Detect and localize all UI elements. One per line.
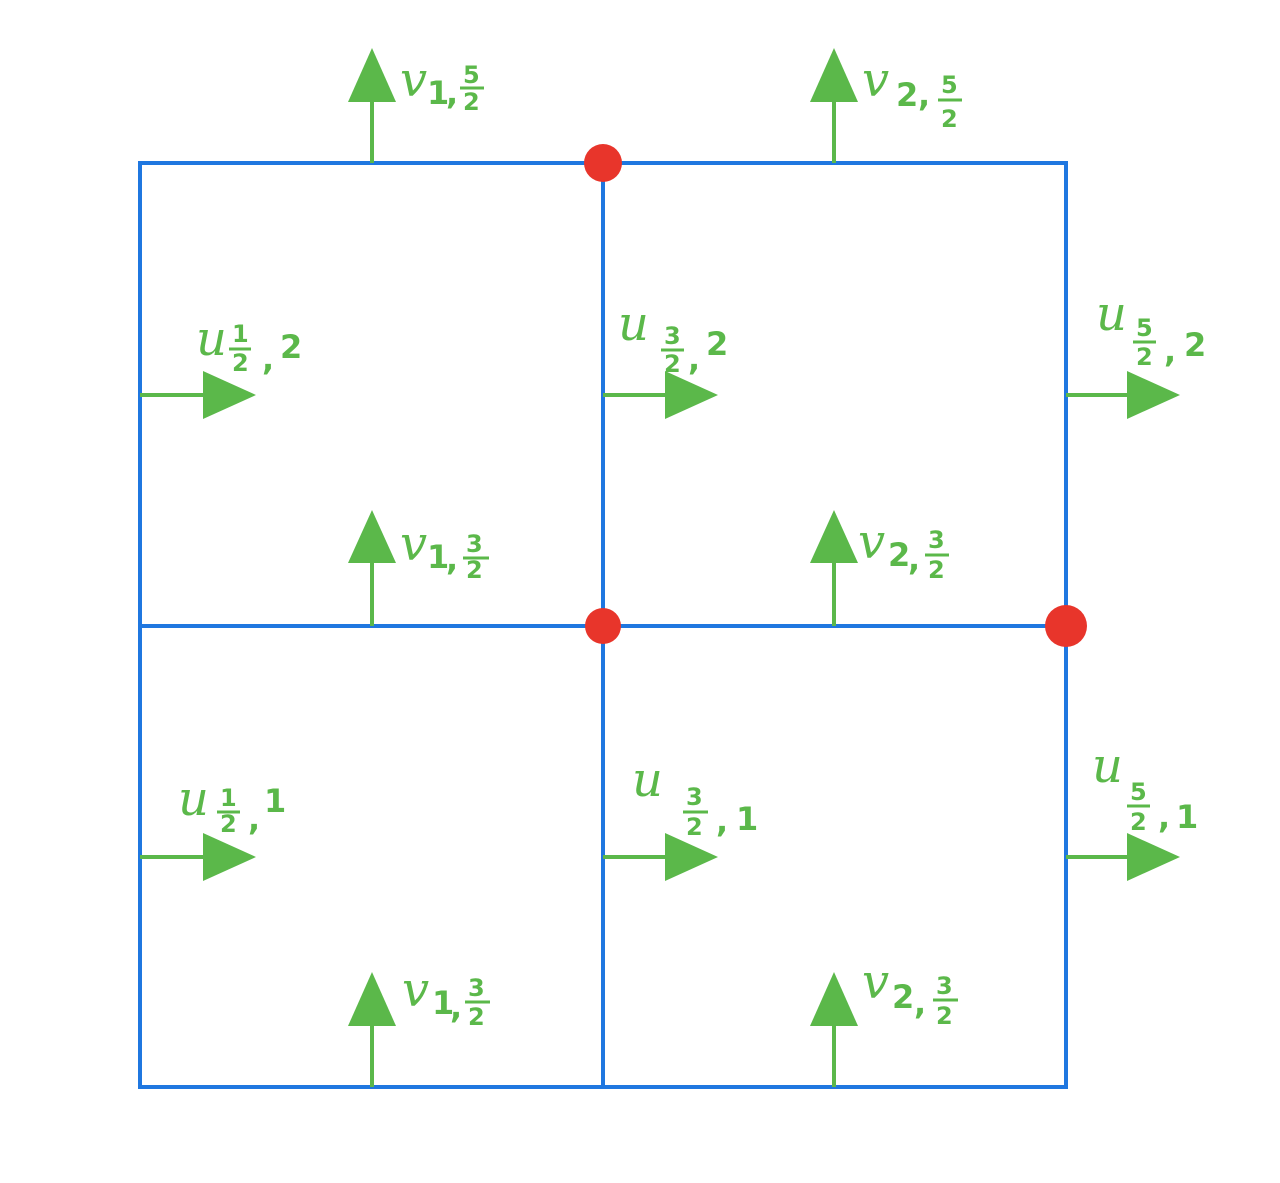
svg-text:2: 2 <box>686 813 703 841</box>
u-arrow-half-1 <box>140 833 256 881</box>
svg-text:2: 2 <box>468 1003 485 1031</box>
svg-text:2: 2 <box>280 328 302 366</box>
svg-text:2: 2 <box>466 556 483 584</box>
svg-text:1: 1 <box>264 782 286 820</box>
node-middle-right <box>1045 605 1087 647</box>
svg-text:,: , <box>262 340 274 378</box>
svg-text:,: , <box>1164 332 1176 370</box>
v-arrow-2-top <box>810 48 858 163</box>
svg-text:1: 1 <box>1176 798 1198 836</box>
svg-text:1: 1 <box>736 800 758 838</box>
svg-text:3: 3 <box>664 322 681 350</box>
label-v-1-3h-mid: v 1 , 3 2 <box>400 516 489 584</box>
svg-text:u: u <box>178 771 209 827</box>
svg-text:2: 2 <box>463 88 480 116</box>
u-arrow-3h-1 <box>603 833 718 881</box>
label-u-5h-1: u 5 2 , 1 <box>1092 738 1198 836</box>
v-arrow-1-mid <box>348 510 396 626</box>
svg-text:1: 1 <box>220 784 237 812</box>
svg-text:2: 2 <box>941 105 958 133</box>
v-arrow-2-bot <box>810 972 858 1087</box>
nodes <box>584 144 1087 647</box>
svg-text:v: v <box>400 52 427 108</box>
label-u-half-1: u 1 2 , 1 <box>178 771 286 838</box>
u-arrow-3h-2 <box>603 371 718 419</box>
svg-text:2: 2 <box>896 76 918 114</box>
svg-text:1: 1 <box>432 984 454 1022</box>
u-arrow-5h-1 <box>1066 833 1180 881</box>
svg-text:5: 5 <box>1136 314 1153 342</box>
svg-text:u: u <box>632 752 663 808</box>
svg-text:5: 5 <box>1130 778 1147 806</box>
node-top-center <box>584 144 622 182</box>
label-u-3h-1: u 3 2 , 1 <box>632 752 758 841</box>
svg-text:2: 2 <box>928 556 945 584</box>
svg-text:u: u <box>1092 738 1123 794</box>
svg-text:3: 3 <box>936 972 953 1000</box>
svg-text:3: 3 <box>686 783 703 811</box>
svg-text:,: , <box>688 340 700 378</box>
svg-text:2: 2 <box>936 1002 953 1030</box>
svg-text:,: , <box>446 540 458 578</box>
svg-text:2: 2 <box>232 349 249 377</box>
svg-text:1: 1 <box>232 320 249 348</box>
svg-text:,: , <box>908 540 920 578</box>
svg-text:1: 1 <box>427 74 449 112</box>
label-u-half-2: u 1 2 , 2 <box>196 311 302 378</box>
svg-text:2: 2 <box>1130 808 1147 836</box>
node-middle-center <box>585 608 621 644</box>
svg-text:v: v <box>862 52 889 108</box>
label-u-5h-2: u 5 2 , 2 <box>1096 286 1206 371</box>
label-v-2-5h: v 2 , 5 2 <box>862 52 962 133</box>
v-arrow-2-mid <box>810 510 858 626</box>
svg-text:,: , <box>716 802 728 840</box>
svg-text:2: 2 <box>1136 343 1153 371</box>
svg-text:2: 2 <box>220 810 237 838</box>
svg-text:,: , <box>450 988 462 1026</box>
u-arrow-5h-2 <box>1066 371 1180 419</box>
svg-text:3: 3 <box>928 526 945 554</box>
svg-text:v: v <box>402 962 429 1018</box>
svg-text:2: 2 <box>664 350 681 378</box>
svg-text:,: , <box>248 800 260 838</box>
label-v-2-3h-mid: v 2 , 3 2 <box>858 514 949 584</box>
svg-text:2: 2 <box>892 978 914 1016</box>
svg-text:2: 2 <box>706 325 728 363</box>
svg-text:3: 3 <box>466 530 483 558</box>
svg-text:u: u <box>196 311 227 367</box>
svg-text:1: 1 <box>427 538 449 576</box>
svg-text:,: , <box>918 76 930 114</box>
svg-text:v: v <box>400 516 427 572</box>
label-v-1-5h: v 1 , 5 2 <box>400 52 484 116</box>
svg-text:v: v <box>858 514 885 570</box>
svg-text:2: 2 <box>888 536 910 574</box>
svg-text:,: , <box>914 984 926 1022</box>
svg-text:u: u <box>618 296 649 352</box>
svg-text:5: 5 <box>463 61 480 89</box>
svg-text:3: 3 <box>468 974 485 1002</box>
svg-text:2: 2 <box>1184 326 1206 364</box>
svg-text:v: v <box>862 954 889 1010</box>
v-arrow-1-top <box>348 48 396 163</box>
v-arrows <box>348 48 858 1087</box>
label-v-2-3h-bot: v 2 , 3 2 <box>862 954 958 1030</box>
label-v-1-3h-bot: v 1 , 3 2 <box>402 962 490 1031</box>
svg-text:,: , <box>1158 798 1170 836</box>
svg-text:,: , <box>446 74 458 112</box>
u-arrows <box>140 371 1180 881</box>
svg-text:u: u <box>1096 286 1127 342</box>
v-arrow-1-bot <box>348 972 396 1087</box>
svg-text:5: 5 <box>941 71 958 99</box>
label-u-3h-2: u 3 2 , 2 <box>618 296 728 378</box>
u-arrow-half-2 <box>140 371 256 419</box>
